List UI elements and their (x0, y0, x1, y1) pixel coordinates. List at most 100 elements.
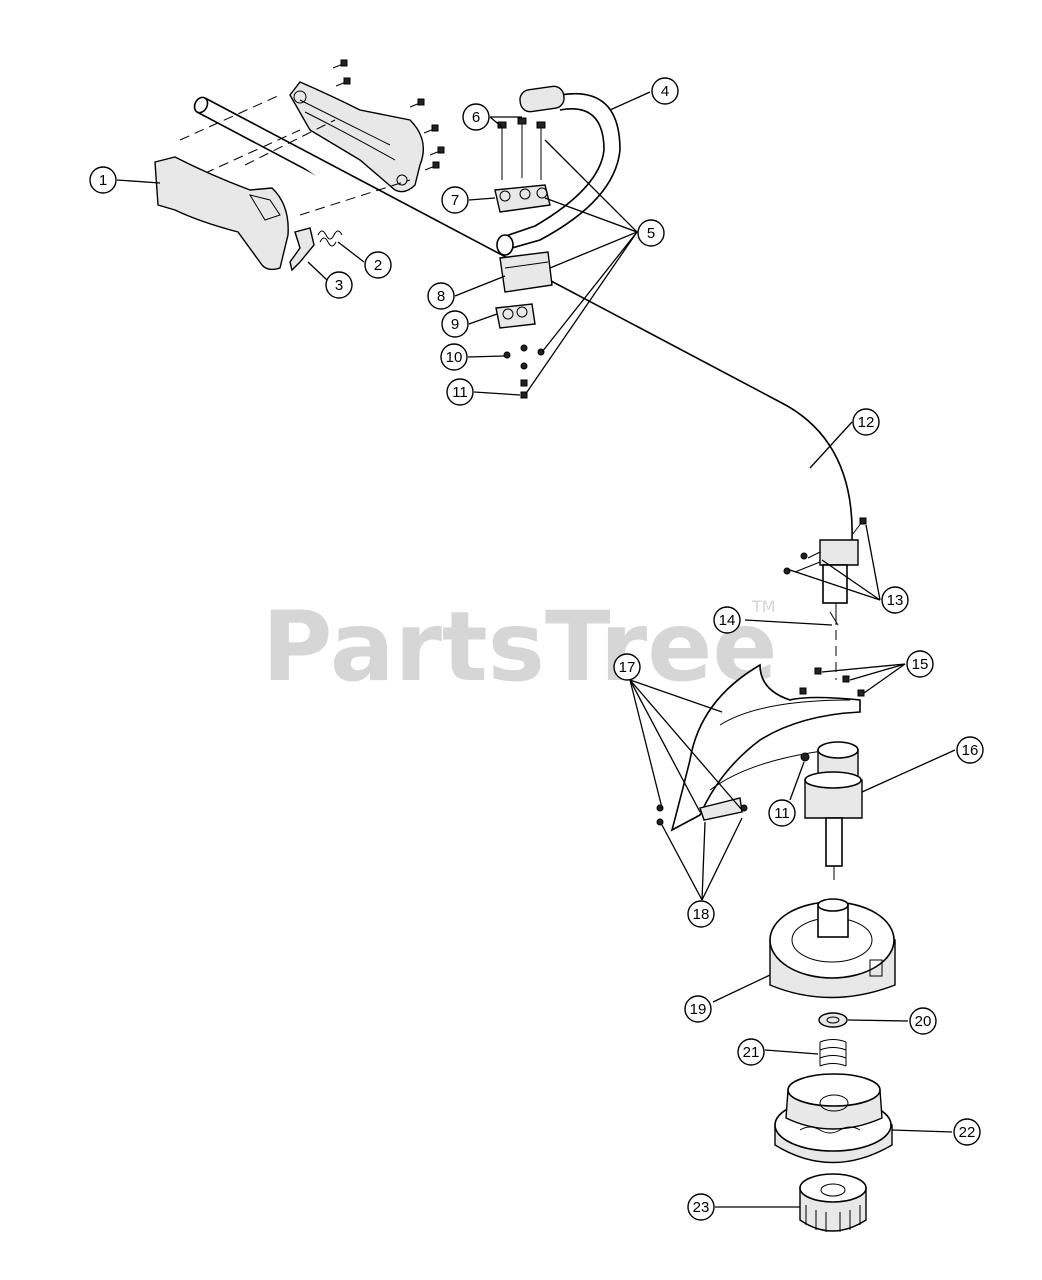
callout-number: 6 (472, 109, 480, 126)
shaft-collar (819, 539, 859, 626)
leader-lines (116, 91, 956, 1208)
clamp-top-plate (494, 184, 551, 213)
callout-circle (909, 1007, 937, 1035)
clamp-body (499, 251, 553, 293)
line-cutter-blade (699, 797, 743, 821)
upper-handle-housing (289, 81, 424, 193)
watermark-trademark: TM (751, 597, 776, 616)
callout-c3: 3 (325, 271, 353, 299)
callout-circle (852, 408, 880, 436)
clamp-lower-plate (495, 303, 536, 329)
callout-c17: 17 (613, 653, 641, 681)
watermark-brand: PartsTree (262, 591, 777, 703)
callout-c14: 14 (713, 606, 741, 634)
callout-c10: 10 (440, 343, 468, 371)
callout-c13: 13 (881, 586, 909, 614)
line-spool (774, 1073, 893, 1164)
callout-c15: 15 (906, 650, 934, 678)
callout-circle (713, 606, 741, 634)
callout-circle (446, 378, 474, 406)
callout-number: 14 (719, 612, 736, 629)
callout-number: 17 (619, 659, 636, 676)
callout-c8: 8 (427, 282, 455, 310)
callout-number: 1 (99, 172, 107, 189)
clamp-washers-and-nuts (503, 344, 545, 399)
housing-screws (332, 59, 445, 171)
callout-number: 13 (887, 592, 904, 609)
callout-c11a: 11 (446, 378, 474, 406)
callout-c16: 16 (956, 736, 984, 764)
callout-c18: 18 (687, 900, 715, 928)
callout-number: 10 (446, 349, 463, 366)
callout-number: 23 (693, 1199, 710, 1216)
callout-number: 9 (451, 316, 459, 333)
callout-circle (637, 219, 665, 247)
callout-number: 18 (693, 906, 710, 923)
throttle-spring (317, 230, 343, 247)
callout-circle (651, 77, 679, 105)
callout-c23: 23 (687, 1193, 715, 1221)
callout-circle (737, 1038, 765, 1066)
callout-number: 8 (437, 288, 445, 305)
callout-number: 5 (647, 225, 655, 242)
callout-circle (441, 186, 469, 214)
callout-c5: 5 (637, 219, 665, 247)
callout-number: 2 (374, 257, 382, 274)
callout-number: 21 (743, 1044, 760, 1061)
callout-number: 3 (335, 277, 343, 294)
callout-c6: 6 (462, 103, 490, 131)
shield-screws (656, 667, 865, 826)
callout-c9: 9 (441, 310, 469, 338)
callout-circle (462, 103, 490, 131)
throttle-trigger (289, 227, 315, 272)
callout-circle (906, 650, 934, 678)
callout-circle (441, 310, 469, 338)
callout-c21: 21 (737, 1038, 765, 1066)
callout-number: 12 (858, 414, 875, 431)
assist-handle (496, 85, 621, 256)
callout-number: 15 (912, 656, 929, 673)
callout-circle (427, 282, 455, 310)
callout-number: 7 (451, 192, 459, 209)
rear-handle-grip (154, 156, 289, 271)
collar-screws (783, 517, 867, 575)
callout-circle (881, 586, 909, 614)
callout-circle (325, 271, 353, 299)
callout-c1: 1 (89, 166, 117, 194)
trimmer-head-housing (769, 898, 896, 999)
callout-circle (768, 799, 796, 827)
callout-number: 16 (962, 742, 979, 759)
callout-c4: 4 (651, 77, 679, 105)
assembly-guide-lines (179, 94, 411, 216)
callout-number: 20 (915, 1013, 932, 1030)
callout-c19: 19 (684, 995, 712, 1023)
callout-number: 19 (690, 1001, 707, 1018)
callout-c2: 2 (364, 251, 392, 279)
callout-circle (89, 166, 117, 194)
callout-c12: 12 (852, 408, 880, 436)
callout-circle (613, 653, 641, 681)
callout-circle (687, 900, 715, 928)
callout-circle (956, 736, 984, 764)
handle-clamp-screws (497, 117, 546, 180)
callout-circle (440, 343, 468, 371)
bump-knob (799, 1173, 867, 1232)
callout-c20: 20 (909, 1007, 937, 1035)
head-spring (819, 1039, 847, 1067)
callout-circle (953, 1118, 981, 1146)
callout-number: 4 (661, 83, 669, 100)
callout-circle (364, 251, 392, 279)
callout-c22: 22 (953, 1118, 981, 1146)
callout-c7: 7 (441, 186, 469, 214)
gearhead (804, 741, 863, 880)
callout-number: 11 (452, 384, 468, 401)
gearhead-screw (800, 752, 810, 762)
callout-c11b: 11 (768, 799, 796, 827)
callout-number: 11 (774, 805, 790, 822)
callout-number: 22 (959, 1124, 976, 1141)
washer (818, 1012, 848, 1028)
callout-circle (684, 995, 712, 1023)
callout-circle (687, 1193, 715, 1221)
